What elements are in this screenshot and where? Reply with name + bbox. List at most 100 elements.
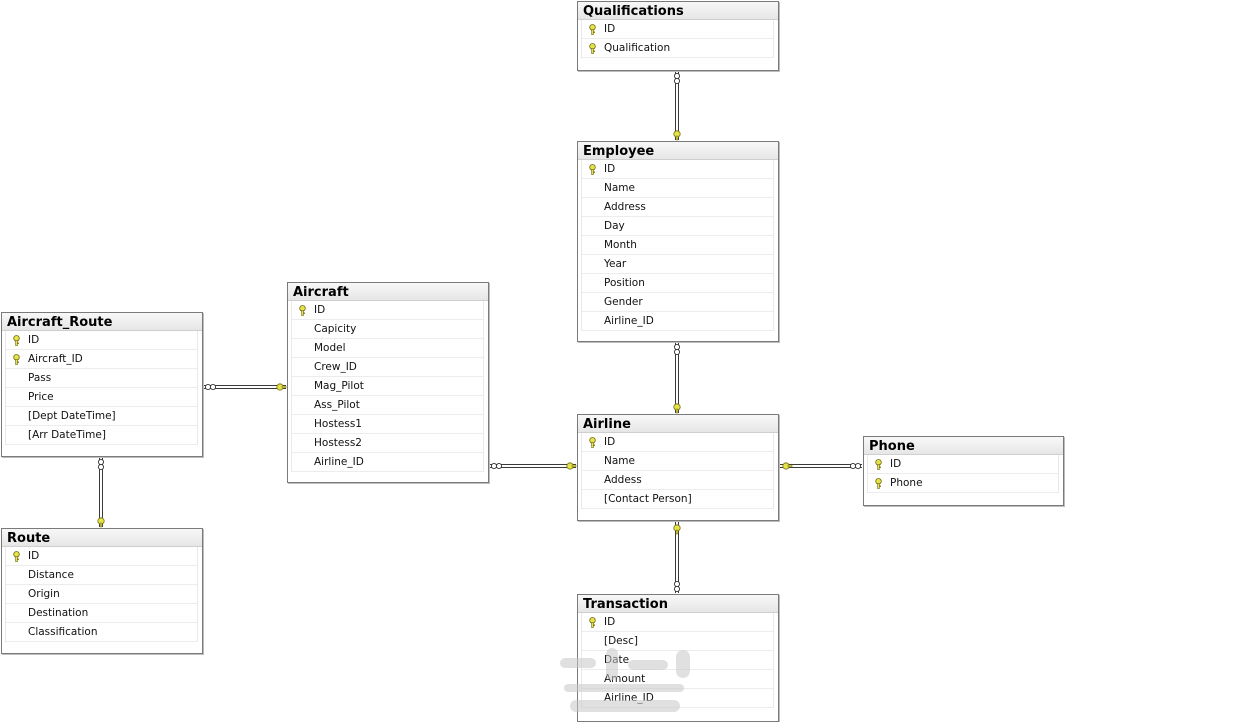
column-row[interactable]: Ass_Pilot bbox=[292, 396, 483, 415]
column-row[interactable]: Month bbox=[582, 236, 773, 255]
column-row[interactable]: Crew_ID bbox=[292, 358, 483, 377]
column-marker bbox=[295, 320, 313, 338]
column-row[interactable]: [Arr DateTime] bbox=[6, 426, 197, 445]
relationship-aircraft-airline[interactable] bbox=[490, 462, 577, 470]
column-name: ID bbox=[604, 436, 616, 448]
column-marker bbox=[295, 377, 313, 395]
column-row[interactable]: Hostess2 bbox=[292, 434, 483, 453]
column-row[interactable]: Origin bbox=[6, 585, 197, 604]
column-row[interactable]: ID bbox=[6, 331, 197, 350]
column-marker bbox=[295, 396, 313, 414]
column-name: ID bbox=[604, 23, 616, 35]
column-name: Classification bbox=[28, 626, 98, 638]
relationship-employee-airline[interactable] bbox=[673, 343, 681, 414]
column-marker bbox=[295, 434, 313, 452]
column-row[interactable]: [Contact Person] bbox=[582, 490, 773, 509]
column-marker bbox=[9, 369, 27, 387]
column-name: Name bbox=[604, 455, 635, 467]
column-row[interactable]: ID bbox=[582, 20, 773, 39]
column-row[interactable]: Pass bbox=[6, 369, 197, 388]
column-marker bbox=[9, 566, 27, 584]
primary-key-icon bbox=[9, 547, 27, 565]
column-row[interactable]: Name bbox=[582, 179, 773, 198]
relationship-airline-phone[interactable] bbox=[780, 462, 862, 470]
column-row[interactable]: ID bbox=[6, 547, 197, 566]
column-name: Month bbox=[604, 239, 637, 251]
primary-key-icon bbox=[295, 301, 313, 319]
column-row[interactable]: Airline_ID bbox=[582, 689, 773, 708]
table-title: Phone bbox=[864, 437, 1063, 455]
column-marker bbox=[585, 651, 603, 669]
column-name: Name bbox=[604, 182, 635, 194]
primary-key-icon bbox=[585, 20, 603, 38]
column-name: Airline_ID bbox=[314, 456, 364, 468]
column-row[interactable]: [Dept DateTime] bbox=[6, 407, 197, 426]
column-row[interactable]: Airline_ID bbox=[292, 453, 483, 472]
column-row[interactable]: Mag_Pilot bbox=[292, 377, 483, 396]
table-title: Aircraft_Route bbox=[2, 313, 202, 331]
column-row[interactable]: Date bbox=[582, 651, 773, 670]
column-row[interactable]: Day bbox=[582, 217, 773, 236]
column-list: ID Phone bbox=[867, 455, 1059, 493]
column-marker bbox=[295, 415, 313, 433]
column-marker bbox=[9, 407, 27, 425]
column-row[interactable]: ID bbox=[582, 613, 773, 632]
column-marker bbox=[585, 452, 603, 470]
column-row[interactable]: Capicity bbox=[292, 320, 483, 339]
column-row[interactable]: Phone bbox=[868, 474, 1058, 493]
column-row[interactable]: ID bbox=[582, 433, 773, 452]
relationship-aircraft-route-route[interactable] bbox=[97, 458, 105, 528]
column-row[interactable]: Year bbox=[582, 255, 773, 274]
column-row[interactable]: Airline_ID bbox=[582, 312, 773, 331]
column-name: Airline_ID bbox=[604, 315, 654, 327]
column-row[interactable]: Gender bbox=[582, 293, 773, 312]
column-row[interactable]: Price bbox=[6, 388, 197, 407]
column-row[interactable]: Hostess1 bbox=[292, 415, 483, 434]
column-row[interactable]: Model bbox=[292, 339, 483, 358]
column-name: Phone bbox=[890, 477, 923, 489]
column-marker bbox=[585, 236, 603, 254]
column-name: Price bbox=[28, 391, 54, 403]
column-row[interactable]: Name bbox=[582, 452, 773, 471]
column-row[interactable]: ID bbox=[868, 455, 1058, 474]
column-marker bbox=[585, 689, 603, 707]
column-row[interactable]: Aircraft_ID bbox=[6, 350, 197, 369]
column-name: [Contact Person] bbox=[604, 493, 692, 505]
column-row[interactable]: Distance bbox=[6, 566, 197, 585]
column-marker bbox=[585, 670, 603, 688]
column-name: Origin bbox=[28, 588, 60, 600]
column-row[interactable]: Address bbox=[582, 198, 773, 217]
column-row[interactable]: [Desc] bbox=[582, 632, 773, 651]
column-marker bbox=[585, 217, 603, 235]
relationship-airline-transaction[interactable] bbox=[673, 522, 681, 593]
column-row[interactable]: ID bbox=[582, 160, 773, 179]
table-title: Transaction bbox=[578, 595, 778, 613]
column-row[interactable]: Qualification bbox=[582, 39, 773, 58]
column-marker bbox=[585, 471, 603, 489]
column-row[interactable]: Position bbox=[582, 274, 773, 293]
relationship-aircraft-route-aircraft[interactable] bbox=[204, 383, 287, 391]
column-row[interactable]: Classification bbox=[6, 623, 197, 642]
column-name: ID bbox=[28, 334, 40, 346]
column-row[interactable]: Addess bbox=[582, 471, 773, 490]
column-marker bbox=[585, 255, 603, 273]
column-row[interactable]: ID bbox=[292, 301, 483, 320]
relationship-qualifications-employee[interactable] bbox=[673, 72, 681, 141]
column-name: Position bbox=[604, 277, 645, 289]
column-row[interactable]: Amount bbox=[582, 670, 773, 689]
table-title: Airline bbox=[578, 415, 778, 433]
column-marker bbox=[9, 388, 27, 406]
column-row[interactable]: Destination bbox=[6, 604, 197, 623]
